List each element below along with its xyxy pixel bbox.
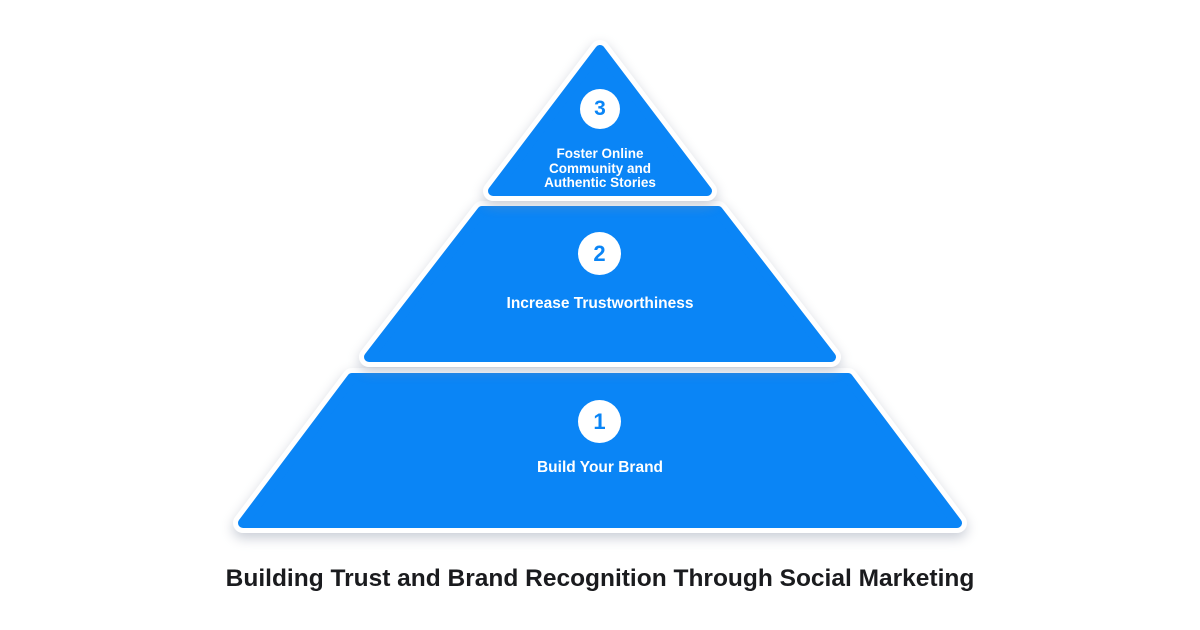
tier-1-number: 1 <box>593 408 606 434</box>
pyramid-tier-1-shape <box>233 368 967 533</box>
tier-3-number-badge: 3 <box>580 89 620 129</box>
tier-1-fill <box>238 373 962 528</box>
tier-2-fill <box>364 206 836 362</box>
tier-1-number-badge: 1 <box>578 400 621 443</box>
tier-3-number: 3 <box>594 97 606 120</box>
infographic-title: Building Trust and Brand Recognition Thr… <box>225 565 975 592</box>
tier-2-number-badge: 2 <box>578 232 621 275</box>
tier-3-label-line-1: Foster Online <box>556 146 644 161</box>
tier-3-label-line-2: Community and <box>548 160 652 176</box>
tier-2-number: 2 <box>593 240 606 266</box>
tier-3-label: Foster Online Community and Authentic St… <box>544 146 656 191</box>
pyramid-tier-2-shape <box>359 201 841 367</box>
tier-1-label: Build Your Brand <box>536 459 664 476</box>
tier-2-label: Increase Trustworthiness <box>506 295 694 312</box>
tier-3-label-line-3: Authentic Stories <box>544 175 656 190</box>
